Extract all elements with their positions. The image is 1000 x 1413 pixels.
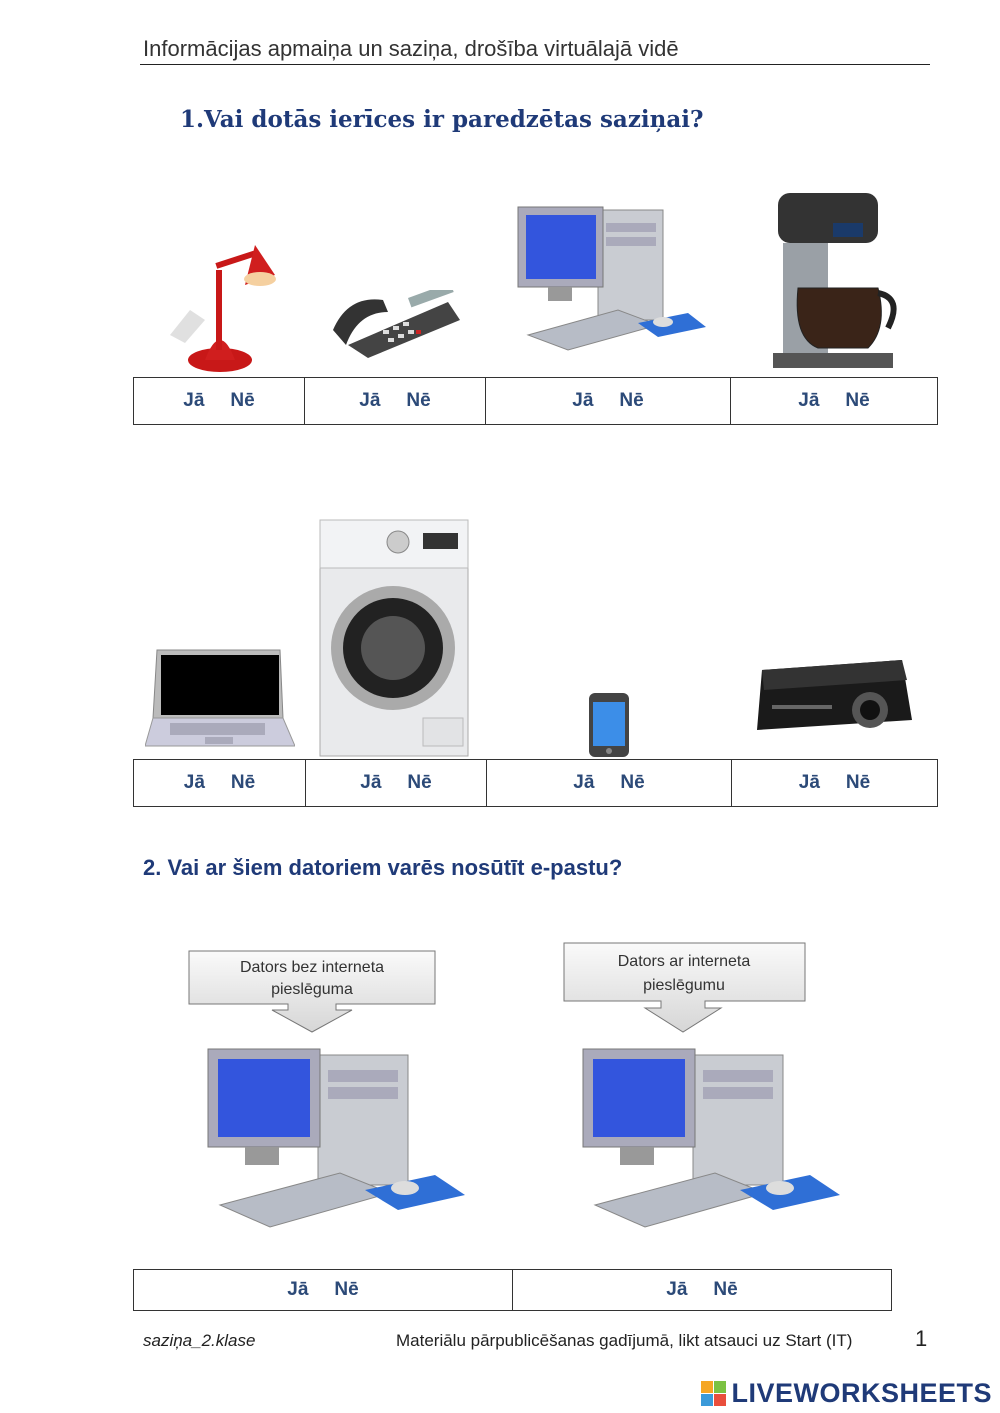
desk-lamp-image xyxy=(170,245,276,372)
callout-left-line2: pieslēguma xyxy=(271,981,353,998)
no-option[interactable]: Nē xyxy=(619,390,644,411)
coffee-maker-image xyxy=(738,188,928,378)
desktop-computer-image xyxy=(517,206,706,351)
no-option[interactable]: Nē xyxy=(713,1279,738,1300)
yes-option[interactable]: Jā xyxy=(572,390,594,411)
callout-right-line1: Dators ar interneta xyxy=(618,953,751,970)
callout-right-line2: pieslēgumu xyxy=(643,977,725,994)
footer-notice: Materiālu pārpublicēšanas gadījumā, likt… xyxy=(396,1331,853,1350)
answer-cell-phone: Jā Nē xyxy=(304,377,486,425)
yes-option[interactable]: Jā xyxy=(573,772,595,793)
callout-no-internet: Dators bez interneta pieslēguma xyxy=(188,950,436,1033)
laptop-image xyxy=(145,649,295,747)
yes-option[interactable]: Jā xyxy=(798,390,820,411)
liveworksheets-icon xyxy=(701,1380,727,1406)
answer-cell-no-internet: Jā Nē xyxy=(133,1269,513,1311)
callout-with-internet: Dators ar interneta pieslēgumu xyxy=(563,942,806,1033)
yes-option[interactable]: Jā xyxy=(287,1279,309,1300)
callout-left-line1: Dators bez interneta xyxy=(240,959,384,976)
document-header: Informācijas apmaiņa un saziņa, drošība … xyxy=(143,36,679,61)
answer-cell-washing-machine: Jā Nē xyxy=(305,759,487,807)
question-1-title: 1.Vai dotās ierīces ir paredzētas saziņa… xyxy=(180,106,704,133)
computer-without-internet-image xyxy=(207,1048,465,1228)
washing-machine-image xyxy=(319,519,469,757)
answer-cell-coffee-maker: Jā Nē xyxy=(730,377,938,425)
yes-option[interactable]: Jā xyxy=(798,772,820,793)
no-option[interactable]: Nē xyxy=(620,772,645,793)
no-option[interactable]: Nē xyxy=(230,390,255,411)
smartphone-image xyxy=(589,693,629,757)
projector-image xyxy=(757,660,912,730)
yes-option[interactable]: Jā xyxy=(666,1279,688,1300)
yes-option[interactable]: Jā xyxy=(183,772,205,793)
answer-cell-smartphone: Jā Nē xyxy=(486,759,732,807)
answer-cell-with-internet: Jā Nē xyxy=(512,1269,892,1311)
no-option[interactable]: Nē xyxy=(334,1279,359,1300)
office-phone-image xyxy=(333,290,460,358)
no-option[interactable]: Nē xyxy=(845,390,870,411)
footer-filename: saziņa_2.klase xyxy=(143,1331,256,1350)
answer-cell-lamp: Jā Nē xyxy=(133,377,305,425)
no-option[interactable]: Nē xyxy=(845,772,871,793)
answer-cell-projector: Jā Nē xyxy=(731,759,938,807)
question-2-title: 2. Vai ar šiem datoriem varēs nosūtīt e-… xyxy=(143,855,623,880)
page-number: 1 xyxy=(915,1326,928,1351)
brand-name: LIVEWORKSHEETS xyxy=(731,1378,992,1408)
no-option[interactable]: Nē xyxy=(230,772,256,793)
no-option[interactable]: Nē xyxy=(407,772,432,793)
header-divider xyxy=(140,64,930,65)
no-option[interactable]: Nē xyxy=(406,390,431,411)
answer-cell-computer: Jā Nē xyxy=(485,377,731,425)
yes-option[interactable]: Jā xyxy=(360,772,382,793)
liveworksheets-logo: LIVEWORKSHEETS xyxy=(701,1378,992,1409)
answer-cell-laptop: Jā Nē xyxy=(133,759,306,807)
computer-with-internet-image xyxy=(582,1048,840,1228)
yes-option[interactable]: Jā xyxy=(359,390,381,411)
yes-option[interactable]: Jā xyxy=(183,390,205,411)
